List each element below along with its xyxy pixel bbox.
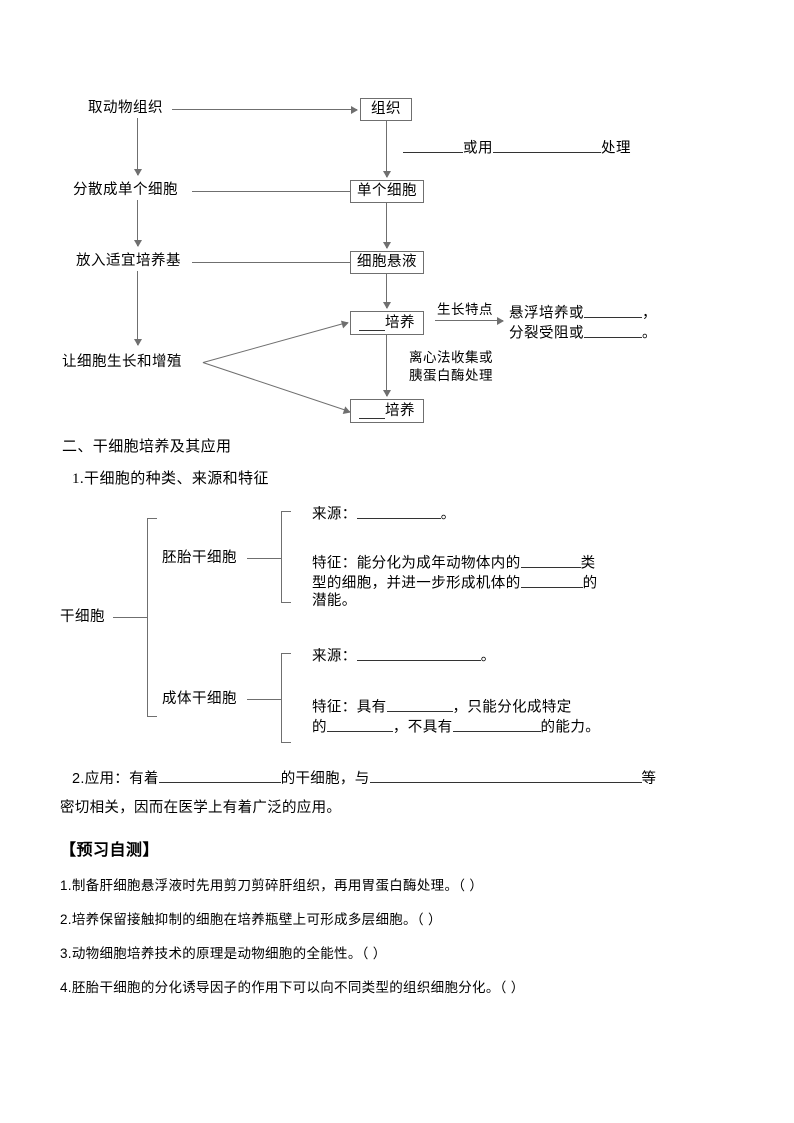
growth-characteristic-label: 生长特点: [437, 302, 493, 317]
application-tail: 等: [641, 771, 657, 787]
blank-embryonic-source: [356, 503, 441, 519]
adult-feature-line-2: 的 ，不具有 的能力。: [312, 716, 600, 737]
connector-primary-to-secondary-culture: [382, 335, 391, 397]
blank-adult-feature-1: [386, 696, 453, 712]
selftest-question-4: 4.胚胎干细胞的分化诱导因子的作用下可以向不同类型的组织细胞分化。（ ）: [60, 980, 525, 995]
transfer-note-line-2: 胰蛋白酶处理: [409, 368, 493, 383]
tree-root-label: 干细胞: [60, 609, 105, 625]
arrow-growth-characteristic: [435, 316, 504, 325]
adult-feature-2a: 的: [312, 719, 327, 736]
connector-medium-to-grow: [133, 271, 142, 346]
embryonic-feature-2b: 的: [582, 575, 598, 592]
flow-box-single-cell: 单个细胞: [350, 180, 424, 203]
cell-culture-flowchart: 取动物组织 分散成单个细胞 放入适宜培养基 让细胞生长和增殖 组织 单个细胞 细…: [0, 0, 794, 430]
embryonic-source-prefix: 来源：: [312, 506, 357, 523]
tree-root-bracket: [147, 518, 157, 717]
growth-note-line-1: 悬浮培养或 ，: [509, 302, 657, 323]
embryonic-feature-line-1: 特征：能分化为成年动物体内的 类: [312, 552, 596, 573]
connector-single-cell-to-suspension: [382, 203, 391, 249]
flow-step-take-tissue: 取动物组织: [88, 100, 163, 116]
section-heading: 二、干细胞培养及其应用: [62, 439, 232, 455]
adult-source-prefix: 来源：: [312, 648, 357, 665]
arrow-disperse-to-single-cell: [192, 187, 358, 196]
flow-box-tissue: 组织: [360, 98, 412, 121]
blank-secondary-culture: [359, 403, 385, 419]
blank-adult-feature-3: [452, 716, 541, 732]
adult-feature-1a: 特征：具有: [312, 699, 387, 716]
stem-cell-tree: 干细胞 胚胎干细胞 来源： 。 特征：能分化为成年动物体内的 类 型的细胞，并进一步…: [0, 495, 794, 755]
flow-box-secondary-culture: 培养: [350, 399, 424, 423]
tree-branch-embryonic-label: 胚胎干细胞: [162, 550, 237, 566]
treatment-blank-line: 或用 处理: [403, 137, 631, 158]
tree-root-stem: [113, 617, 147, 618]
tree-branch-embryonic-bracket: [281, 511, 291, 603]
adult-feature-1b: ，只能分化成特定: [452, 699, 572, 716]
flow-box-cell-suspension: 细胞悬液: [350, 251, 424, 274]
tree-branch-adult-stem: [247, 699, 281, 700]
arrow-medium-to-suspension: [192, 258, 358, 267]
embryonic-feature-1b: 类: [580, 555, 596, 572]
growth-note-line-2: 分裂受阻或 。: [509, 322, 657, 343]
tree-branch-adult-bracket: [281, 653, 291, 743]
transfer-note-line-1: 离心法收集或: [409, 350, 493, 365]
flow-box-primary-culture: 培养: [350, 311, 424, 335]
branch-arrow-to-secondary-culture: [202, 362, 350, 413]
adult-feature-2b: ，不具有: [392, 719, 453, 736]
blank-embryonic-feature-2: [520, 572, 583, 588]
growth-note-1-prefix: 悬浮培养或: [509, 305, 584, 322]
flow-step-disperse-cells: 分散成单个细胞: [73, 182, 178, 198]
blank-application-2: [369, 768, 642, 783]
flow-step-place-medium: 放入适宜培养基: [76, 253, 181, 269]
selftest-title: 【预习自测】: [60, 842, 160, 859]
blank-growth-note-2: [584, 322, 642, 338]
connector-suspension-to-primary-culture: [382, 274, 391, 309]
embryonic-feature-line-2: 型的细胞，并进一步形成机体的 的: [312, 572, 598, 593]
growth-note-2-suffix: 。: [642, 325, 657, 342]
application-mid: 的干细胞，与: [280, 771, 370, 787]
tree-branch-embryonic-stem: [247, 558, 281, 559]
application-lead: 2.应用：有着: [72, 771, 159, 787]
selftest-question-1: 1.制备肝细胞悬浮液时先用剪刀剪碎肝组织，再用胃蛋白酶处理。（ ）: [60, 878, 484, 893]
application-line-2: 密切相关，因而在医学上有着广泛的应用。: [60, 800, 342, 816]
connector-disperse-to-medium: [133, 200, 142, 247]
growth-note-1-suffix: ，: [642, 305, 657, 322]
branch-arrow-to-primary-culture: [203, 321, 348, 363]
flow-box-secondary-culture-label: 培养: [385, 402, 415, 419]
flow-step-grow-proliferate: 让细胞生长和增殖: [62, 354, 182, 370]
embryonic-source-line: 来源： 。: [312, 503, 456, 524]
adult-feature-line-1: 特征：具有 ，只能分化成特定: [312, 696, 572, 717]
section-sub-heading: 1.干细胞的种类、来源和特征: [72, 471, 269, 487]
blank-adult-source: [356, 645, 481, 661]
adult-feature-2c: 的能力。: [540, 719, 601, 736]
selftest-question-2: 2.培养保留接触抑制的细胞在培养瓶壁上可形成多层细胞。（ ）: [60, 912, 442, 927]
tree-branch-adult-label: 成体干细胞: [162, 691, 237, 707]
adult-source-suffix: 。: [480, 648, 496, 665]
blank-adult-feature-2: [326, 716, 393, 732]
blank-application-1: [158, 768, 281, 783]
embryonic-source-suffix: 。: [440, 506, 456, 523]
embryonic-feature-2a: 型的细胞，并进一步形成机体的: [312, 575, 521, 592]
selftest-question-3: 3.动物细胞培养技术的原理是动物细胞的全能性。（ ）: [60, 946, 387, 961]
arrow-take-to-tissue: [172, 105, 358, 114]
treatment-end-label: 处理: [601, 140, 631, 157]
blank-primary-culture: [359, 315, 385, 331]
adult-source-line: 来源： 。: [312, 645, 496, 666]
flow-box-primary-culture-label: 培养: [385, 314, 415, 331]
connector-take-to-disperse: [133, 118, 142, 176]
embryonic-feature-1a: 特征：能分化为成年动物体内的: [312, 555, 521, 572]
embryonic-feature-line-3: 潜能。: [312, 593, 357, 609]
connector-tissue-to-single-cell: [382, 121, 391, 178]
treatment-middle-label: 或用: [463, 140, 493, 157]
blank-growth-note-1: [584, 302, 642, 318]
blank-embryonic-feature-1: [520, 552, 581, 568]
growth-note-2-prefix: 分裂受阻或: [509, 325, 584, 342]
blank-treatment-first: [403, 137, 463, 153]
blank-treatment-second: [493, 137, 601, 153]
application-line-1: 2.应用：有着 的干细胞，与 等: [72, 767, 656, 788]
